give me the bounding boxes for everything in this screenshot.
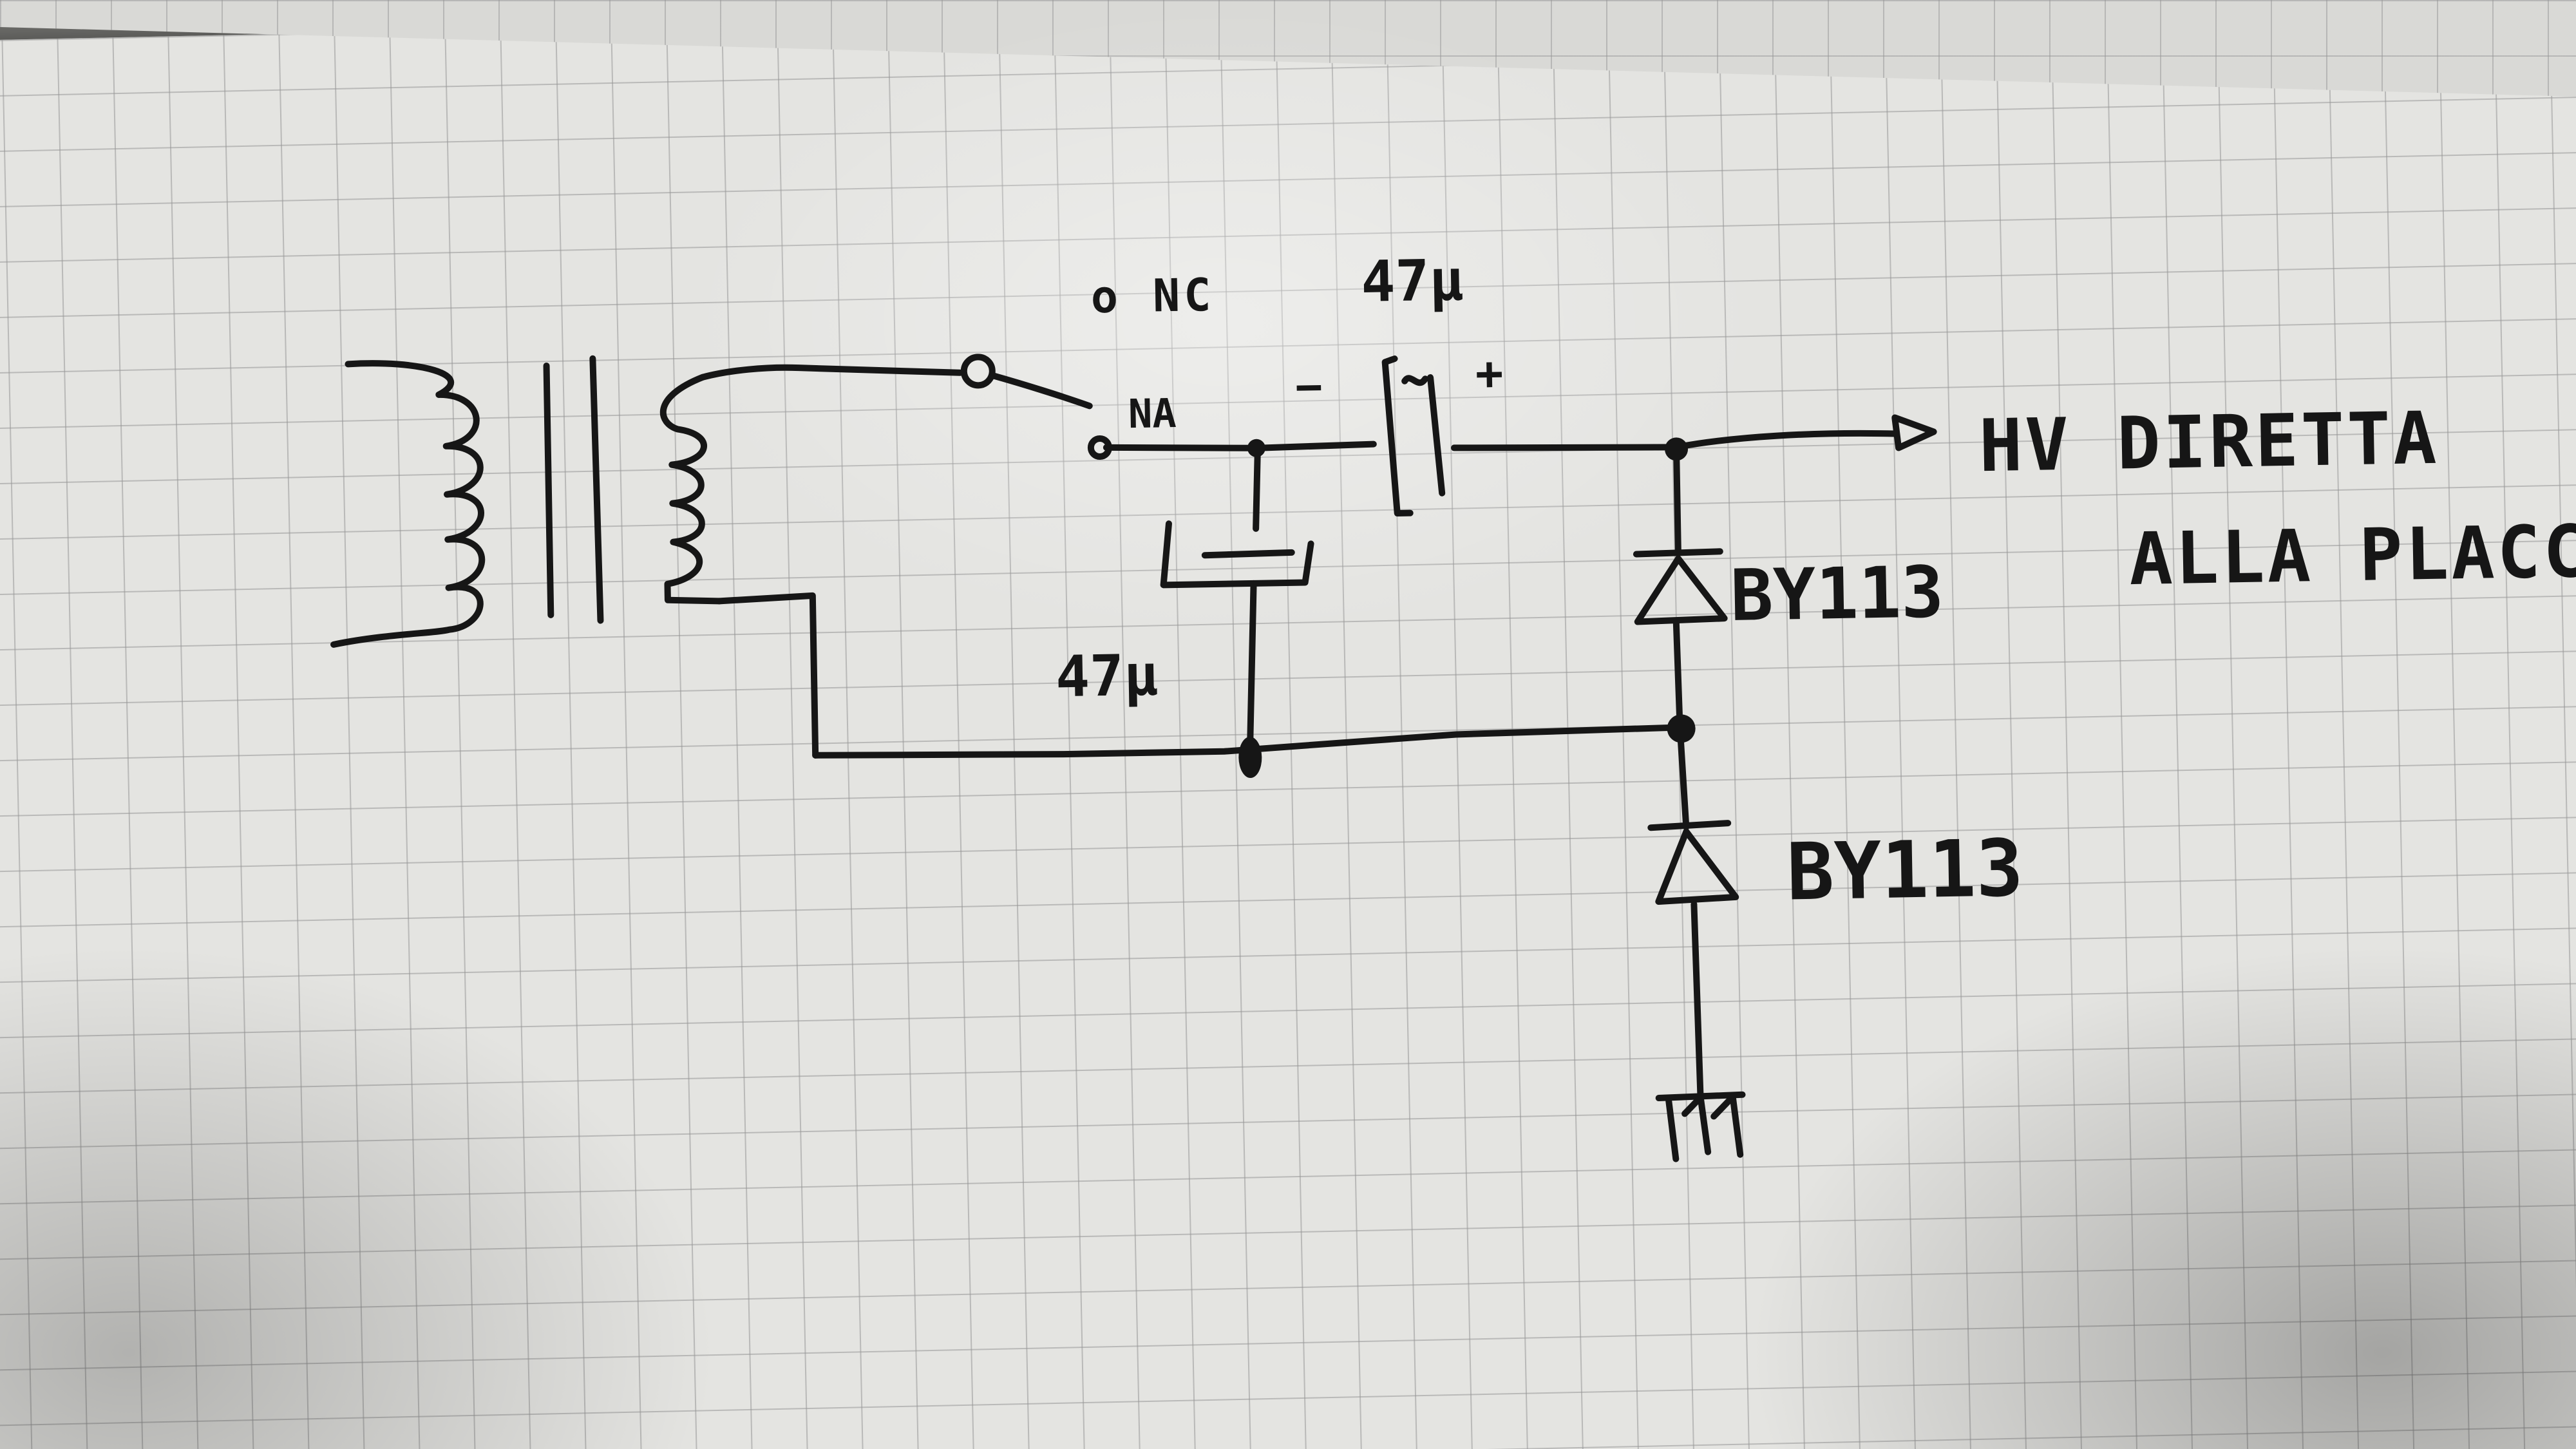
diode-lower xyxy=(1647,820,1739,905)
cap-shunt-plate-curved xyxy=(1160,520,1314,589)
label-cap-minus: − xyxy=(1295,360,1323,413)
diode-lower-bar xyxy=(1647,820,1732,831)
wire-na-to-junction xyxy=(1103,444,1261,451)
junction-dot-shunt-top xyxy=(1247,439,1265,457)
secondary-winding xyxy=(659,374,723,605)
cap-series-tilde xyxy=(1401,375,1429,386)
core-bar-right xyxy=(589,355,604,624)
core-bar-left xyxy=(543,363,554,618)
switch-contact-na xyxy=(1087,435,1112,460)
junction-dot-output xyxy=(1665,437,1689,461)
cap-series-plate-straight xyxy=(1427,374,1446,497)
cap-shunt-plate-straight xyxy=(1201,549,1295,559)
diode-lower-triangle xyxy=(1655,828,1739,905)
label-cap-shunt-value: 47µ xyxy=(1055,642,1159,710)
junction-dot-mid xyxy=(1667,714,1696,743)
switch-contact-common xyxy=(960,354,996,389)
wire-upper-diode-to-mid-node xyxy=(1672,618,1683,731)
relay-switch xyxy=(960,354,1112,460)
label-output-line1: HV DIRETTA xyxy=(1978,397,2439,488)
diode-upper xyxy=(1633,548,1728,625)
wire-output-to-arrow xyxy=(1673,430,1899,451)
capacitor-series xyxy=(1381,355,1446,516)
diode-upper-triangle xyxy=(1634,555,1728,625)
label-diode-lower: BY113 xyxy=(1786,822,2024,918)
primary-winding xyxy=(330,360,486,648)
wire-shunt-cap-to-ground xyxy=(1247,580,1257,752)
cap-series-plate-curved xyxy=(1381,355,1414,516)
label-cap-plus: + xyxy=(1475,346,1504,401)
wire-junction-to-series-cap xyxy=(1254,440,1377,451)
wire-junction-to-shunt-cap xyxy=(1253,444,1261,532)
output-arrow-icon xyxy=(1891,414,1937,451)
label-switch-na: NA xyxy=(1128,390,1177,437)
wire-lower-diode-to-ground xyxy=(1690,901,1704,1104)
switch-blade xyxy=(989,372,1093,410)
ground-rail xyxy=(812,724,1685,759)
label-output-line2: ALLA PLACC xyxy=(2128,510,2576,601)
wire-secondary-top-to-switch xyxy=(699,364,963,381)
wire-output-node-to-upper-diode xyxy=(1673,444,1681,557)
capacitor-shunt xyxy=(1160,520,1314,589)
ground-hatch xyxy=(1665,1094,1744,1162)
transformer xyxy=(330,355,723,648)
wire-secondary-bottom-to-ground-rail xyxy=(715,592,819,759)
label-diode-upper: BY113 xyxy=(1730,551,1944,637)
label-switch-nc: o NC xyxy=(1090,269,1215,323)
ground-symbol xyxy=(1655,1091,1746,1162)
wire-mid-node-to-lower-diode xyxy=(1676,724,1690,831)
junction-dot-ground-mid xyxy=(1238,737,1262,779)
wire-series-cap-to-output-node xyxy=(1450,444,1680,451)
label-cap-series-value: 47µ xyxy=(1361,247,1464,315)
diode-upper-bar xyxy=(1633,548,1723,558)
